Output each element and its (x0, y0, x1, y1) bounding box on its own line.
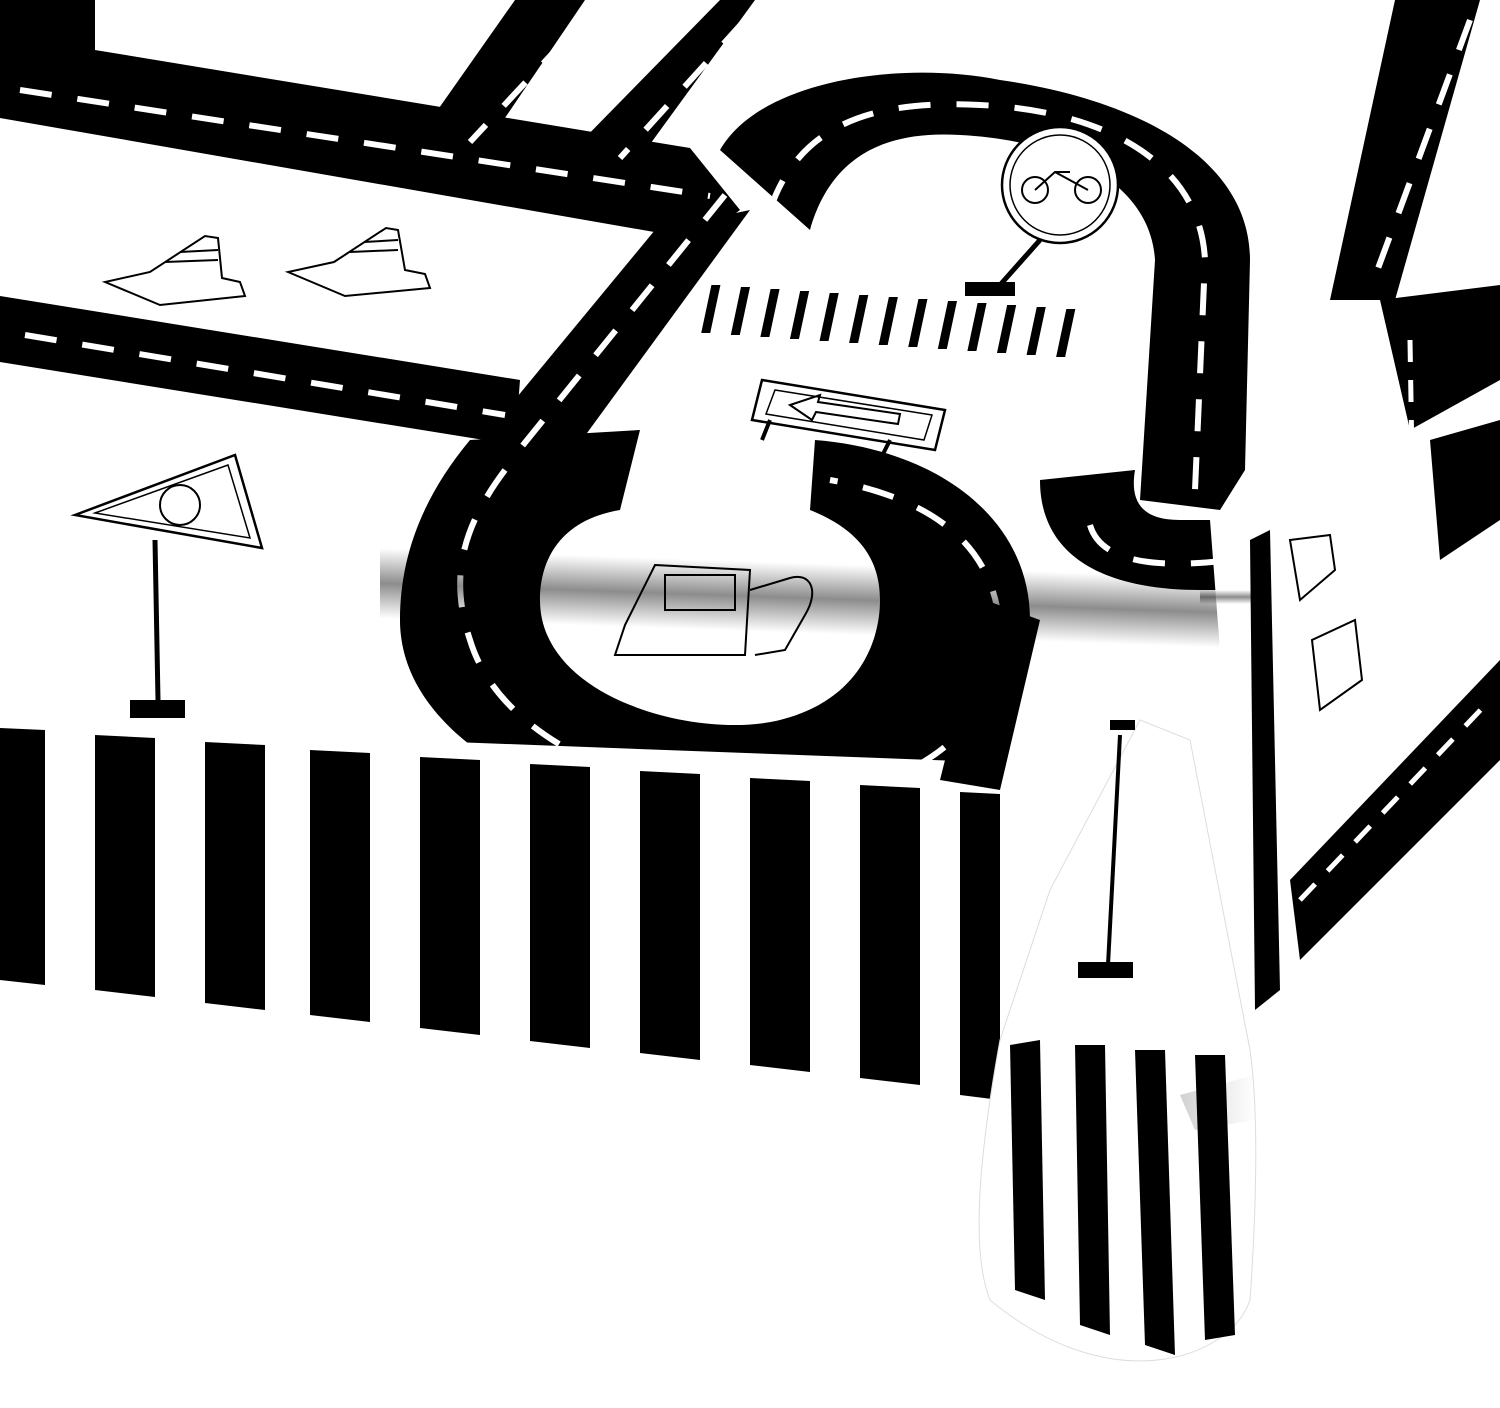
traffic-cone-icon (1288, 533, 1364, 712)
table-edge-shadow (380, 548, 1400, 654)
crosswalk-icon (701, 285, 1076, 357)
bicycle-sign-icon (965, 125, 1120, 296)
crosswalk-icon (649, 436, 813, 498)
corner-drape (978, 719, 1257, 1362)
front-drop (0, 600, 1200, 1110)
road-segment (1330, 0, 1480, 300)
road-loop-lower (400, 430, 1030, 836)
traffic-cone-icon (101, 234, 247, 307)
roundabout-sign-icon (70, 453, 264, 718)
road-segment (425, 0, 585, 140)
side-drop (1200, 285, 1500, 1040)
arrow-left-sign-icon (750, 378, 947, 461)
road-segment (0, 0, 95, 65)
traffic-cone-icon (284, 226, 432, 298)
road-segment (575, 0, 755, 158)
road-segment (0, 296, 520, 445)
